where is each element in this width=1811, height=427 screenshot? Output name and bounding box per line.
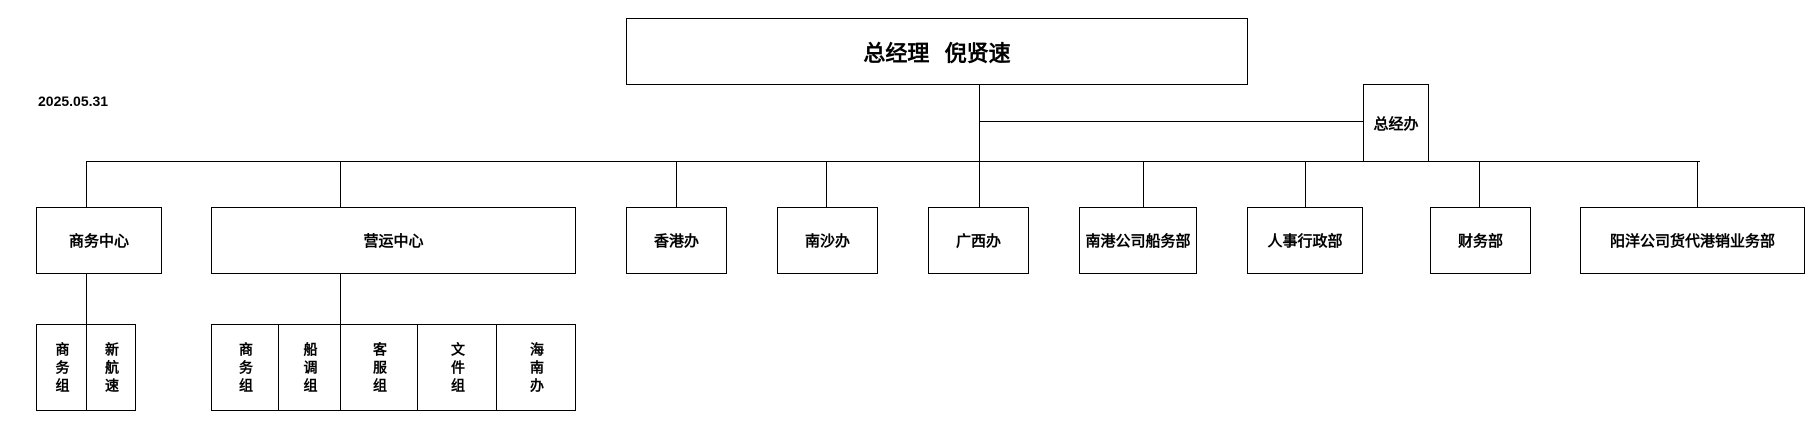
connector-dept-1	[86, 161, 87, 207]
dept-operation-center: 营运中心	[211, 207, 576, 274]
connector-dept-5	[979, 161, 980, 207]
connector-dept-8	[1479, 161, 1480, 207]
dept-guangxi-office: 广西办	[928, 207, 1029, 274]
connector-dept-6	[1143, 161, 1144, 207]
connector-dept-3	[676, 161, 677, 207]
connector-office-horizontal	[979, 121, 1365, 122]
connector-dept-2	[340, 161, 341, 207]
dept-finance: 财务部	[1430, 207, 1531, 274]
dept-nangang-shipping: 南港公司船务部	[1079, 207, 1197, 274]
dept-business-center: 商务中心	[36, 207, 162, 274]
connector-dept-7	[1305, 161, 1306, 207]
operation-group-3: 客服组	[340, 324, 418, 411]
connector-main-horizontal	[86, 161, 1700, 162]
dept-hongkong-office: 香港办	[626, 207, 727, 274]
connector-dept-4	[826, 161, 827, 207]
operation-group-1: 商务组	[211, 324, 279, 411]
business-group-2: 新航速	[86, 324, 136, 411]
dept-hr-admin: 人事行政部	[1247, 207, 1363, 274]
dept-nansha-office: 南沙办	[777, 207, 878, 274]
general-manager-box: 总经理 倪贤速	[626, 18, 1248, 85]
general-office-box: 总经办	[1363, 84, 1429, 162]
operation-group-4: 文件组	[417, 324, 497, 411]
dept-yangyang-forwarding: 阳洋公司货代港销业务部	[1580, 207, 1805, 274]
operation-group-5: 海南办	[496, 324, 576, 411]
connector-top-vertical	[979, 84, 980, 162]
connector-operation-center-down	[340, 273, 341, 325]
connector-dept-9	[1697, 161, 1698, 207]
chart-date: 2025.05.31	[38, 93, 109, 109]
operation-group-2: 船调组	[278, 324, 341, 411]
business-group-1: 商务组	[36, 324, 87, 411]
